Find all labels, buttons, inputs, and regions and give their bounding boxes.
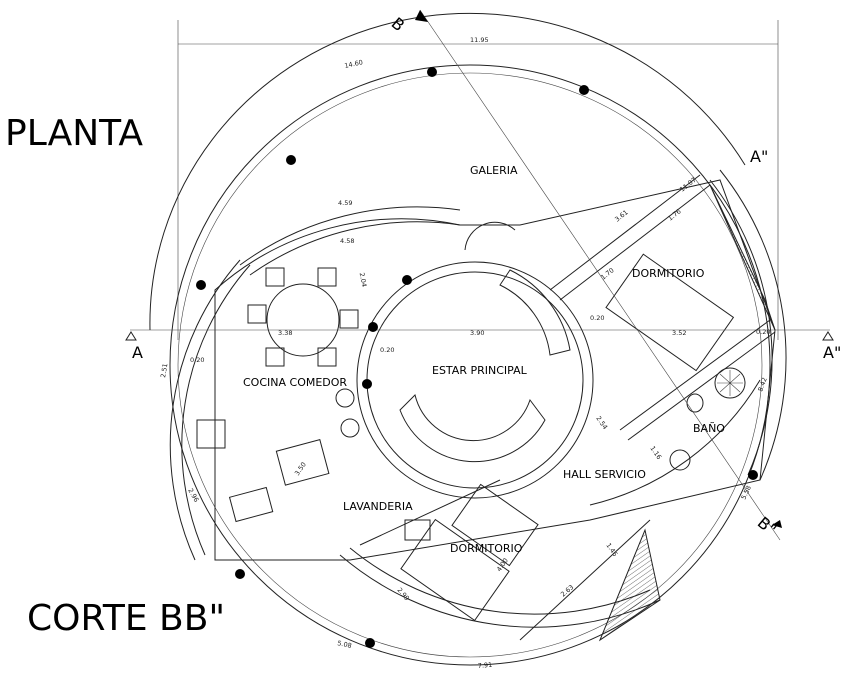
west-wall — [169, 259, 241, 561]
section-mark-a2-top: A" — [750, 147, 768, 166]
closet-hatch-1 — [709, 184, 776, 331]
svg-text:0.20: 0.20 — [380, 346, 394, 354]
svg-text:4.59: 4.59 — [338, 199, 352, 207]
svg-text:2.54: 2.54 — [594, 415, 609, 431]
estar-wall — [356, 261, 594, 499]
svg-text:5.08: 5.08 — [337, 639, 353, 650]
label-lavanderia: LAVANDERIA — [343, 500, 413, 513]
svg-text:8.42: 8.42 — [756, 376, 768, 392]
section-line-b — [419, 9, 781, 541]
svg-text:2.04: 2.04 — [358, 272, 368, 288]
label-estar-principal: ESTAR PRINCIPAL — [432, 364, 528, 377]
label-bano: BAÑO — [693, 422, 725, 435]
svg-text:4.58: 4.58 — [340, 237, 354, 245]
bed-1 — [605, 253, 735, 372]
svg-text:7.91: 7.91 — [477, 661, 492, 670]
title-corte: CORTE BB" — [27, 598, 225, 639]
closet-hatch-2 — [598, 528, 661, 642]
dining-table — [247, 267, 359, 367]
columns — [196, 67, 758, 648]
shower-icon — [714, 367, 746, 399]
title-planta: PLANTA — [5, 113, 143, 154]
kitchen-island — [275, 439, 330, 486]
galeria-floor — [169, 64, 771, 666]
curved-sofa — [399, 394, 546, 463]
laundry-sink-icon — [404, 519, 431, 541]
label-hall-servicio: HALL SERVICIO — [563, 468, 646, 481]
svg-text:0.20: 0.20 — [590, 314, 604, 322]
section-mark-b2: B" — [754, 513, 780, 539]
section-mark-a2-right: A" — [823, 343, 841, 362]
entrance-door — [464, 221, 516, 251]
svg-text:0.20: 0.20 — [190, 356, 204, 364]
svg-text:3.90: 3.90 — [470, 329, 484, 337]
section-mark-b: B — [388, 13, 409, 35]
label-cocina-comedor: COCINA COMEDOR — [243, 376, 347, 389]
label-dormitorio-1: DORMITORIO — [632, 267, 705, 280]
svg-text:1.76: 1.76 — [666, 207, 682, 222]
svg-text:0.20: 0.20 — [756, 328, 770, 336]
sink-icon — [669, 449, 691, 471]
bed-2 — [400, 518, 510, 622]
svg-text:11.07: 11.07 — [678, 176, 698, 194]
dim-outer-arc: 14.60 — [344, 58, 364, 70]
overall-dimension: 11.95 — [177, 20, 779, 340]
svg-text:2.51: 2.51 — [159, 363, 169, 379]
svg-text:3.50: 3.50 — [293, 461, 308, 477]
svg-text:5.58: 5.58 — [740, 484, 753, 501]
label-dormitorio-2: DORMITORIO — [450, 542, 523, 555]
stove-icon — [196, 419, 226, 449]
label-galeria: GALERIA — [470, 164, 518, 177]
svg-text:3.38: 3.38 — [278, 329, 292, 337]
svg-text:1.70: 1.70 — [599, 266, 615, 281]
svg-text:3.52: 3.52 — [672, 329, 686, 337]
svg-text:2.96: 2.96 — [186, 487, 200, 504]
outer-dimension-arc — [149, 12, 746, 331]
svg-text:1.16: 1.16 — [648, 445, 663, 461]
svg-text:3.61: 3.61 — [613, 208, 629, 223]
curved-sofa-2 — [499, 269, 571, 356]
section-line-a — [125, 329, 834, 341]
dim-overall-width: 11.95 — [470, 36, 489, 44]
toilet-icon — [686, 393, 704, 413]
kitchen-sink-icon — [228, 486, 274, 523]
east-wall — [719, 169, 787, 481]
section-mark-a: A — [132, 343, 143, 362]
svg-text:1.46: 1.46 — [604, 542, 619, 558]
